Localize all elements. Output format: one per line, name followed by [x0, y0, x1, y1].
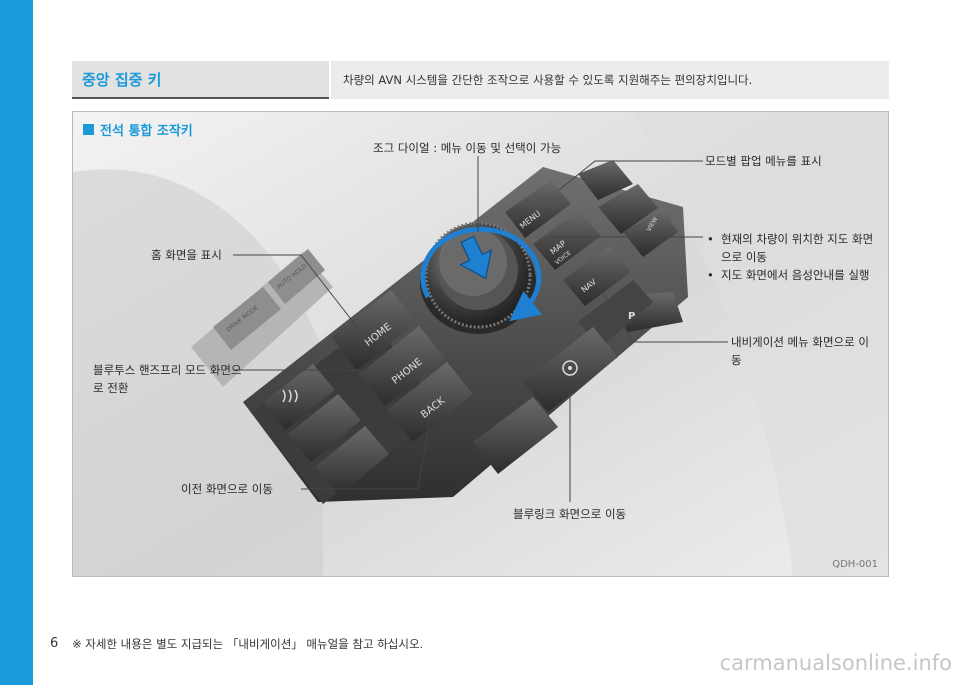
callout-home: 홈 화면을 표시 [151, 248, 222, 262]
map-bullet-1: 현재의 차량이 위치한 지도 화면으로 이동 [707, 230, 883, 266]
rotation-arrow-icon [420, 226, 543, 322]
callout-bluelink: 블루링크 화면으로 이동 [513, 507, 627, 521]
p-key-label: P [628, 311, 635, 322]
square-bullet-icon [83, 124, 94, 135]
section-heading: 전석 통합 조작키 [83, 120, 193, 139]
map-bullet-2: 지도 화면에서 음성안내를 실행 [707, 266, 883, 284]
hard-keys-left [331, 290, 473, 442]
seat-buttons [263, 364, 389, 496]
watermark: carmanualsonline.info [719, 651, 952, 675]
callout-jog-dial: 조그 다이얼 : 메뉴 이동 및 선택이 가능 [373, 141, 562, 155]
callout-map-voice: 현재의 차량이 위치한 지도 화면으로 이동 지도 화면에서 음성안내를 실행 [707, 230, 883, 284]
callout-back: 이전 화면으로 이동 [181, 482, 273, 496]
header-description-box: 차량의 AVN 시스템을 간단한 조작으로 사용할 수 있도록 지원해주는 편의… [331, 61, 889, 99]
section-heading-text: 전석 통합 조작키 [100, 124, 193, 139]
left-panel [191, 249, 333, 387]
figure-box: 전석 통합 조작키 [72, 111, 889, 577]
callout-phone: 블루투스 핸즈프리 모드 화면으로 전환 [93, 363, 242, 395]
figure-code: QDH-001 [832, 559, 878, 570]
side-bar [0, 0, 33, 685]
seat-heat-icon [282, 389, 298, 403]
leader-lines [233, 156, 728, 502]
footnote: ※ 자세한 내용은 별도 지급되는 「내비게이션」 매뉴얼을 참고 하십시오. [72, 637, 424, 651]
keys-right [473, 160, 683, 474]
push-down-arrow-icon [459, 235, 493, 280]
callout-mode-popup: 모드별 팝업 메뉴를 표시 [705, 154, 822, 168]
controller-illustration: HOME PHONE BACK MENU MAP VOICE NAV VIEW … [73, 112, 888, 576]
header-title-box: 중앙 집중 키 [72, 61, 329, 99]
page-number: 6 [50, 636, 59, 651]
callout-nav: 내비게이션 메뉴 화면으로 이동 [731, 335, 869, 367]
page-title: 중앙 집중 키 [82, 71, 162, 89]
header-description: 차량의 AVN 시스템을 간단한 조작으로 사용할 수 있도록 지원해주는 편의… [343, 73, 753, 87]
bluelink-icon [562, 360, 578, 376]
